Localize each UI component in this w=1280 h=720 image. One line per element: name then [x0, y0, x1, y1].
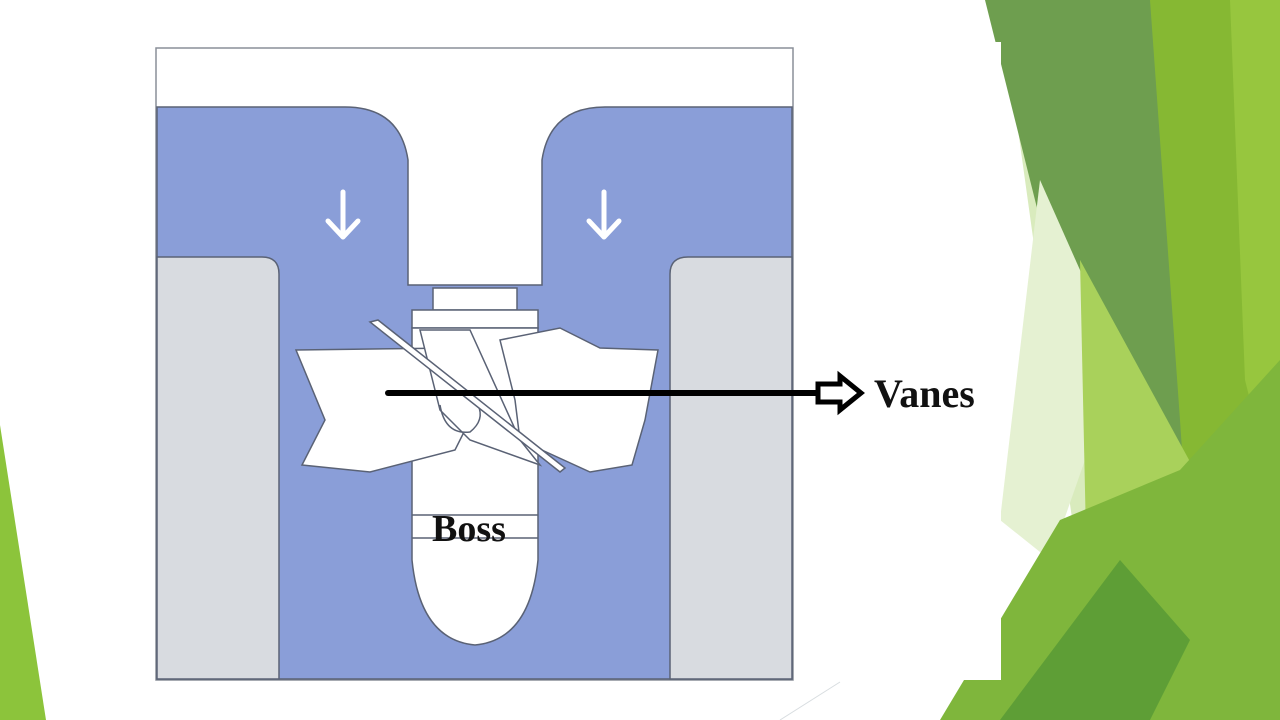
green-shape-left	[0, 425, 46, 720]
shaft-collar	[432, 287, 518, 311]
boss-label: Boss	[432, 508, 506, 550]
green-shape-bottom	[940, 360, 1280, 720]
vane-right	[499, 327, 659, 473]
down-arrow-icon	[325, 189, 361, 240]
down-arrow-icon	[586, 189, 622, 240]
shaft-hub-top	[411, 309, 539, 329]
casing-right	[669, 256, 793, 680]
vanes-label: Vanes	[874, 371, 975, 416]
vane-hub-curl	[439, 404, 481, 433]
decor-line	[779, 681, 841, 720]
green-shape-pale	[1000, 180, 1120, 560]
hollow-arrow-icon	[815, 370, 865, 416]
green-shape-bottom-deep	[1000, 560, 1190, 720]
casing-left	[156, 256, 280, 680]
